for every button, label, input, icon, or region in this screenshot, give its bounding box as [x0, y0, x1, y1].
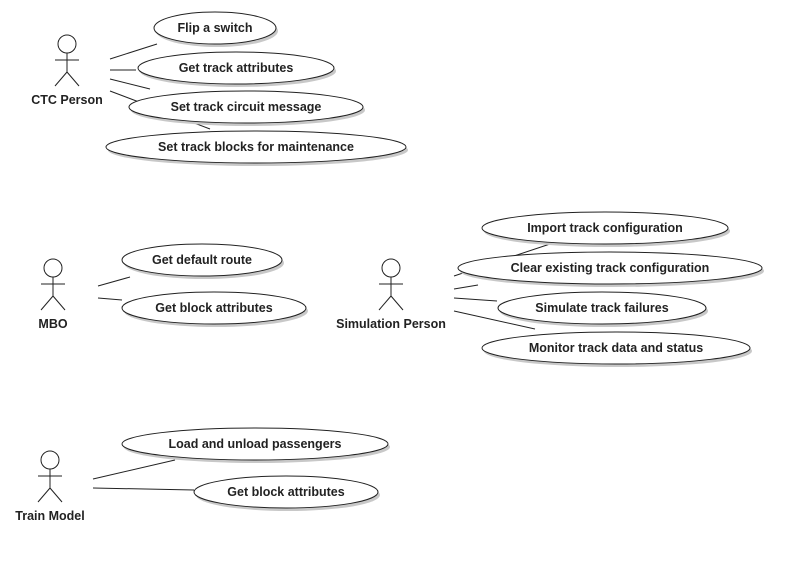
association-line-train-get-block-attributes — [92, 487, 195, 491]
use-case-ellipse[interactable] — [121, 291, 307, 325]
association-line-mbo-get-default-route — [97, 276, 131, 287]
association-line-sim-simulate-track-failures — [453, 297, 498, 302]
association-line-mbo-get-block-attributes — [97, 297, 123, 301]
use-case-get-track-attributes[interactable]: Get track attributes — [137, 51, 336, 87]
stick-figure-icon — [40, 258, 66, 311]
use-case-import-track-configuration[interactable]: Import track configuration — [481, 211, 730, 247]
use-case-ellipse[interactable] — [153, 11, 277, 45]
use-case-simulate-track-failures[interactable]: Simulate track failures — [497, 291, 708, 327]
use-case-ellipse[interactable] — [105, 130, 407, 164]
use-case-get-block-attributes[interactable]: Get block attributes — [193, 475, 380, 511]
use-case-ellipse[interactable] — [137, 51, 335, 85]
use-case-ellipse[interactable] — [121, 243, 283, 277]
stick-figure-icon — [378, 258, 404, 311]
use-case-clear-existing-track-configuration[interactable]: Clear existing track configuration — [457, 251, 764, 287]
use-case-label: Get default route — [152, 253, 252, 267]
actor-label: Simulation Person — [336, 317, 446, 331]
use-case-monitor-track-data-and-status[interactable]: Monitor track data and status — [481, 331, 752, 367]
actor-label: Train Model — [15, 509, 84, 523]
association-line-ctc-set-track-circuit-message — [109, 78, 151, 90]
use-case-label: Monitor track data and status — [529, 341, 703, 355]
use-case-ellipse[interactable] — [121, 427, 389, 461]
use-case-get-default-route[interactable]: Get default route — [121, 243, 284, 279]
actor-train-model[interactable]: Train Model — [15, 450, 85, 523]
use-case-label: Load and unload passengers — [169, 437, 342, 451]
use-case-ellipse[interactable] — [481, 211, 729, 245]
association-line-sim-clear-existing-track-configuration — [453, 284, 479, 290]
use-case-label: Import track configuration — [527, 221, 683, 235]
use-case-label: Simulate track failures — [535, 301, 668, 315]
actor-mbo[interactable]: MBO — [38, 258, 68, 331]
use-case-ellipse[interactable] — [481, 331, 751, 365]
stick-figure-icon — [54, 34, 80, 87]
use-case-label: Clear existing track configuration — [511, 261, 710, 275]
association-line-train-load-and-unload-passengers — [92, 459, 176, 480]
use-case-ellipse[interactable] — [128, 90, 364, 124]
actor-label: MBO — [38, 317, 67, 331]
use-case-ellipse[interactable] — [457, 251, 763, 285]
use-case-label: Set track blocks for maintenance — [158, 140, 354, 154]
use-case-load-and-unload-passengers[interactable]: Load and unload passengers — [121, 427, 390, 463]
stick-figure-icon — [37, 450, 63, 503]
use-case-ellipse[interactable] — [193, 475, 379, 509]
use-case-get-block-attributes[interactable]: Get block attributes — [121, 291, 308, 327]
use-case-set-track-circuit-message[interactable]: Set track circuit message — [128, 90, 365, 126]
actor-ctc-person[interactable]: CTC Person — [31, 34, 103, 107]
use-case-flip-a-switch[interactable]: Flip a switch — [153, 11, 278, 47]
use-case-label: Get block attributes — [227, 485, 344, 499]
use-case-label: Get block attributes — [155, 301, 272, 315]
use-case-label: Set track circuit message — [171, 100, 322, 114]
use-case-ellipse[interactable] — [497, 291, 707, 325]
use-case-label: Flip a switch — [177, 21, 252, 35]
association-line-ctc-flip-a-switch — [109, 43, 158, 60]
actor-simulation-person[interactable]: Simulation Person — [336, 258, 446, 331]
actor-label: CTC Person — [31, 93, 103, 107]
use-case-label: Get track attributes — [179, 61, 294, 75]
use-case-set-track-blocks-for-maintenance[interactable]: Set track blocks for maintenance — [105, 130, 408, 166]
association-line-sim-monitor-track-data-and-status — [453, 310, 536, 330]
